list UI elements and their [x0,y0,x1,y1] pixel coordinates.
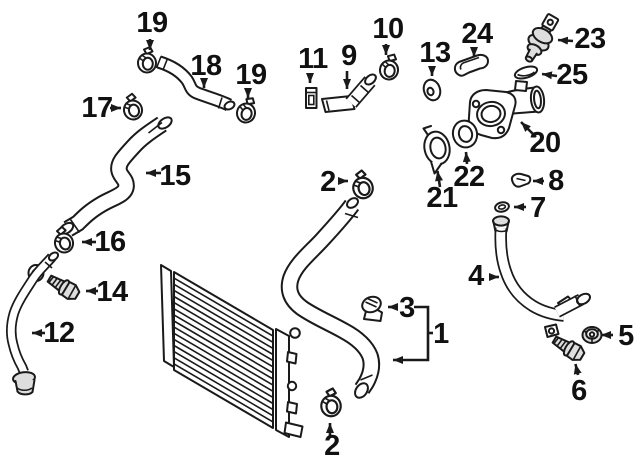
leader-20 [520,121,537,138]
gasket-24 [453,53,489,77]
hose-clamp-2-upper [348,167,377,202]
grommet-13 [422,78,442,102]
callout-10: 10 [372,13,403,45]
bypass-hose-18 [155,55,236,112]
callout-23: 23 [574,23,606,55]
leader-23 [557,36,574,45]
callout-15: 15 [159,160,191,192]
hose-clamp-19-left [137,46,157,74]
bolt-6 [549,331,588,365]
radiator-port-top [289,327,301,339]
retainer-11 [305,87,318,109]
callout-21: 21 [426,182,458,214]
callout-25: 25 [556,59,588,91]
clip-3 [361,295,383,322]
coolant-temperature-sensor-23 [524,13,560,63]
retainer-clip-8 [510,172,532,188]
callout-11: 11 [298,43,328,75]
hose-9 [321,73,377,113]
hose-clamp-2-lower [318,386,343,419]
radiator-hose-1 [280,197,381,399]
callout-6: 6 [571,375,587,407]
seal-ring-21 [422,125,451,175]
callout-22: 22 [453,161,484,193]
seal-ring-22 [451,119,479,149]
coolant-pipe-4 [492,215,591,338]
callout-20: 20 [529,127,560,159]
callout-5: 5 [618,320,634,352]
callout-19-a: 19 [136,7,168,39]
leader-22 [462,151,471,165]
callout-14: 14 [96,276,128,308]
callout-18: 18 [190,50,222,82]
callout-2-upper: 2 [320,166,336,198]
o-ring-25 [513,65,539,80]
hose-clamp-17 [119,91,146,123]
radiator [160,264,304,438]
leader-25 [541,71,558,80]
flange-nut-5 [581,326,603,344]
callout-7: 7 [530,192,546,224]
hose-clamp-19-right [233,94,260,126]
water-outlet-housing-20 [467,80,546,140]
radiator-hose-15 [58,116,173,237]
leader-6 [573,363,582,376]
callout-4: 4 [468,260,484,292]
callout-16: 16 [94,226,126,258]
callout-3: 3 [399,292,415,324]
callout-1: 1 [433,318,449,350]
callout-8: 8 [548,165,564,197]
leader-21 [435,170,443,188]
callout-12: 12 [43,317,74,349]
callout-24: 24 [461,18,493,50]
callout-leaders [32,36,613,436]
bolt-14 [44,270,83,304]
callout-9: 9 [341,40,357,72]
callout-17: 17 [81,92,112,124]
callout-19-b: 19 [235,59,267,91]
o-ring-7 [494,201,510,213]
callout-labels: 19 18 19 17 15 16 14 12 11 9 10 13 24 23… [43,7,634,462]
callout-13: 13 [419,37,451,69]
hose-clamp-10 [377,51,402,82]
coolant-pipe-12 [5,251,60,396]
callout-2-lower: 2 [324,430,340,462]
